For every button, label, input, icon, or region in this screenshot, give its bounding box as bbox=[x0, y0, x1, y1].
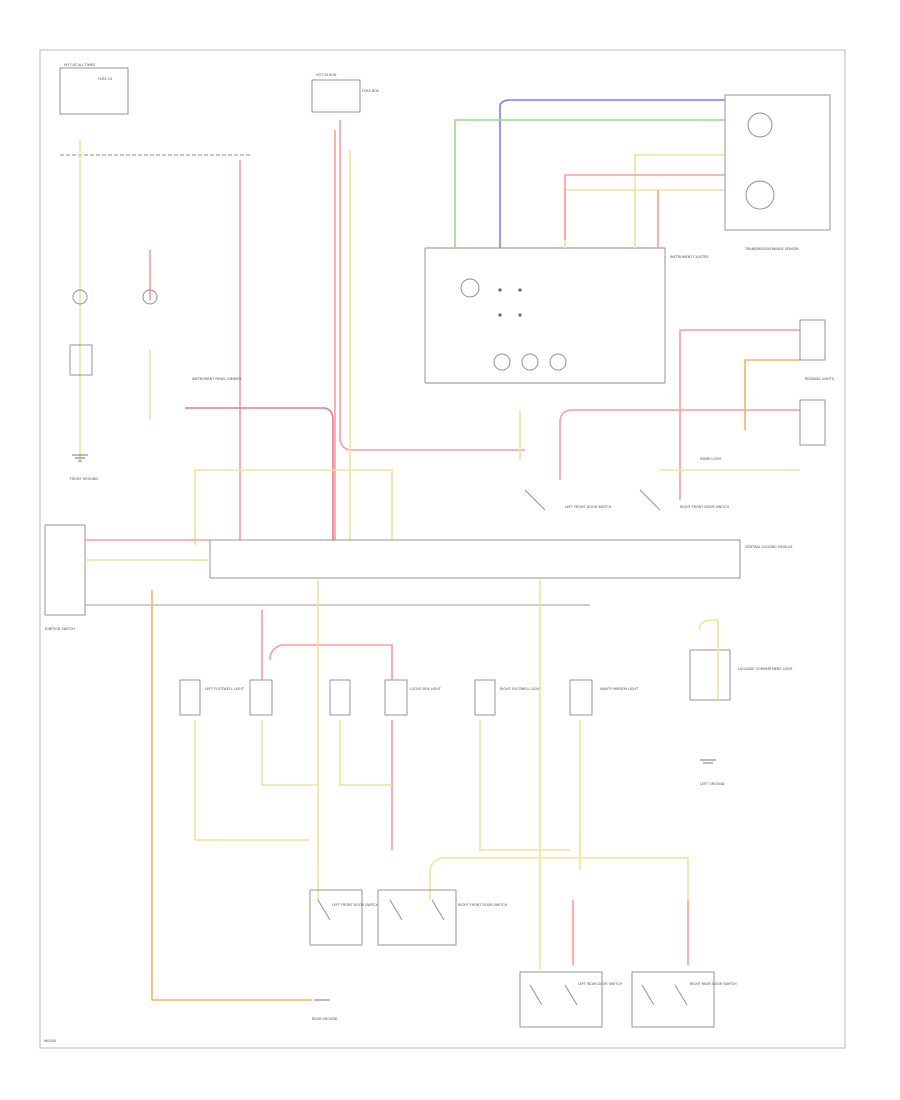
wire-yellow-right bbox=[519, 410, 800, 471]
wire-green bbox=[454, 119, 725, 248]
wire-red-ign bbox=[339, 120, 525, 451]
svg-text:LEFT FOOTWELL LIGHT: LEFT FOOTWELL LIGHT bbox=[205, 687, 245, 691]
svg-text:VANITY MIRROR LIGHT: VANITY MIRROR LIGHT bbox=[600, 687, 639, 691]
diagram-frame bbox=[39, 49, 846, 1049]
top-left-supply: HOT AT ALL TIMES FUSE 14 HOT IN RUN FUSE… bbox=[59, 63, 380, 156]
central-locking-module bbox=[209, 539, 741, 579]
svg-text:INSTRUMENT PANEL DIMMER: INSTRUMENT PANEL DIMMER bbox=[192, 377, 242, 381]
svg-text:FUSE 14: FUSE 14 bbox=[98, 77, 112, 81]
wire-blue bbox=[499, 99, 725, 248]
wire-orange-right bbox=[744, 359, 800, 430]
svg-text:FRONT GROUND: FRONT GROUND bbox=[70, 477, 98, 481]
transmission-range-sensor: TRANSMISSION RANGE SENSOR bbox=[724, 94, 831, 251]
wire-red-dimmer bbox=[185, 407, 334, 540]
right-lights: READING LIGHTS DOME LIGHT bbox=[700, 319, 834, 461]
instrument-cluster: INSTRUMENT CLUSTER bbox=[424, 247, 709, 384]
wire-yellow-lower2 bbox=[194, 720, 310, 841]
svg-text:GLOVE BOX LIGHT: GLOVE BOX LIGHT bbox=[410, 687, 442, 691]
wire-red-trans bbox=[564, 174, 725, 248]
wire-red-right2 bbox=[559, 409, 800, 480]
wire-orange-long bbox=[151, 590, 312, 1001]
lower-lights: LEFT FOOTWELL LIGHT GLOVE BOX LIGHT RIGH… bbox=[179, 649, 794, 786]
svg-text:INSTRUMENT CLUSTER: INSTRUMENT CLUSTER bbox=[670, 255, 709, 259]
svg-text:HOT IN RUN: HOT IN RUN bbox=[316, 73, 337, 77]
svg-text:LEFT FRONT DOOR SWITCH: LEFT FRONT DOOR SWITCH bbox=[332, 903, 379, 907]
left-connector bbox=[44, 524, 86, 616]
svg-text:LUGGAGE COMPARTMENT LIGHT: LUGGAGE COMPARTMENT LIGHT bbox=[738, 667, 794, 671]
lower-door-switches: LEFT FRONT DOOR SWITCH RIGHT FRONT DOOR … bbox=[309, 889, 737, 1028]
footer-code: W0000 bbox=[44, 1039, 56, 1043]
svg-text:HOT AT ALL TIMES: HOT AT ALL TIMES bbox=[64, 63, 95, 67]
svg-text:READING LIGHTS: READING LIGHTS bbox=[805, 377, 834, 381]
svg-text:DOME LIGHT: DOME LIGHT bbox=[700, 457, 722, 461]
svg-text:FUSE BOX: FUSE BOX bbox=[362, 89, 380, 93]
central-locking-label: CENTRAL LOCKING MODULE bbox=[745, 545, 793, 549]
wire-yellow-lower bbox=[261, 580, 392, 900]
upper-door-switches: LEFT FRONT DOOR SWITCH RIGHT FRONT DOOR … bbox=[524, 489, 729, 511]
svg-text:RIGHT FRONT DOOR SWITCH: RIGHT FRONT DOOR SWITCH bbox=[458, 903, 507, 907]
svg-text:IGNITION SWITCH: IGNITION SWITCH bbox=[45, 627, 75, 631]
wire-red-lower bbox=[261, 610, 393, 850]
svg-text:RIGHT FOOTWELL LIGHT: RIGHT FOOTWELL LIGHT bbox=[500, 687, 542, 691]
svg-text:REAR GROUND: REAR GROUND bbox=[312, 1017, 338, 1021]
left-components: FRONT GROUND INSTRUMENT PANEL DIMMER bbox=[69, 289, 242, 481]
wire-yellow-trans bbox=[564, 154, 725, 248]
svg-text:RIGHT FRONT DOOR SWITCH: RIGHT FRONT DOOR SWITCH bbox=[680, 505, 729, 509]
wire-yellow-rear bbox=[429, 857, 689, 900]
svg-text:TRANSMISSION RANGE SENSOR: TRANSMISSION RANGE SENSOR bbox=[744, 247, 799, 251]
rear-ground: REAR GROUND bbox=[312, 999, 338, 1021]
wire-yellow-lower3 bbox=[479, 580, 581, 970]
svg-text:LEFT REAR DOOR SWITCH: LEFT REAR DOOR SWITCH bbox=[578, 982, 622, 986]
svg-text:LEFT GROUND: LEFT GROUND bbox=[700, 782, 725, 786]
wire-red-rear bbox=[572, 900, 689, 965]
wire-red-right bbox=[679, 329, 800, 500]
wire-yellow-luggage bbox=[698, 619, 719, 700]
wire-yellow-bus bbox=[194, 469, 393, 545]
svg-text:LEFT FRONT DOOR SWITCH: LEFT FRONT DOOR SWITCH bbox=[565, 505, 612, 509]
svg-text:RIGHT REAR DOOR SWITCH: RIGHT REAR DOOR SWITCH bbox=[690, 982, 737, 986]
